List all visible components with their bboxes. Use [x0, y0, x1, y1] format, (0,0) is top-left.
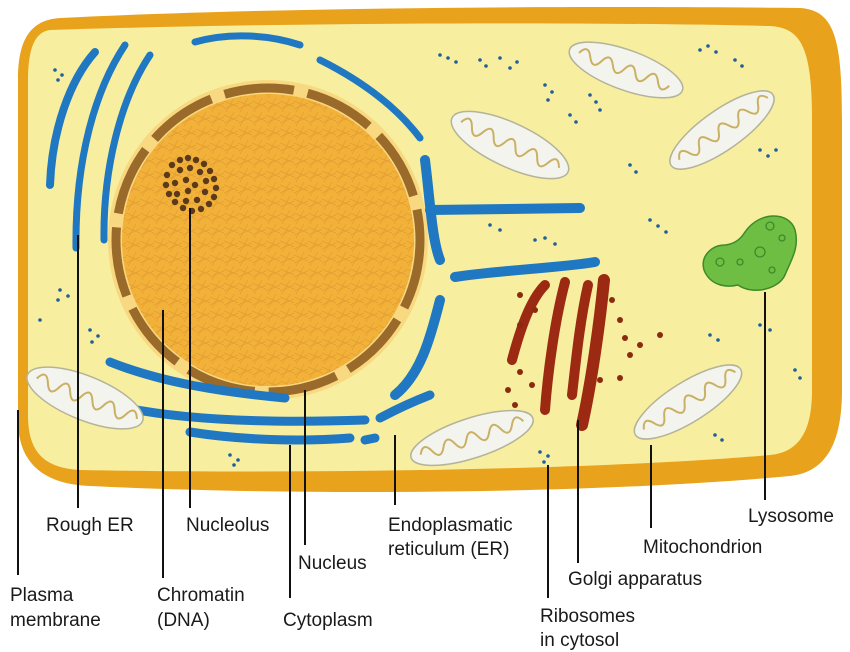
label-chromatin-line2: (DNA) [157, 610, 210, 631]
label-plasma-line1: Plasma [10, 585, 74, 606]
label-mitochondrion: Mitochondrion [643, 537, 762, 558]
label-er-line1: Endoplasmatic [388, 515, 513, 536]
label-cytoplasm: Cytoplasm [283, 610, 373, 631]
label-ribosomes-line1: Ribosomes [540, 606, 635, 627]
label-golgi: Golgi apparatus [568, 569, 702, 590]
label-nucleolus: Nucleolus [186, 515, 269, 536]
label-plasma-line2: membrane [10, 610, 101, 631]
label-ribosomes-line2: in cytosol [540, 630, 619, 651]
label-chromatin-line1: Chromatin [157, 585, 245, 606]
label-er-line2: reticulum (ER) [388, 539, 509, 560]
label-lysosome: Lysosome [748, 506, 834, 527]
labels: Rough ER Nucleolus Endoplasmatic reticul… [10, 506, 834, 651]
label-rough-er: Rough ER [46, 515, 134, 536]
label-nucleus: Nucleus [298, 553, 367, 574]
nucleus [108, 80, 428, 400]
